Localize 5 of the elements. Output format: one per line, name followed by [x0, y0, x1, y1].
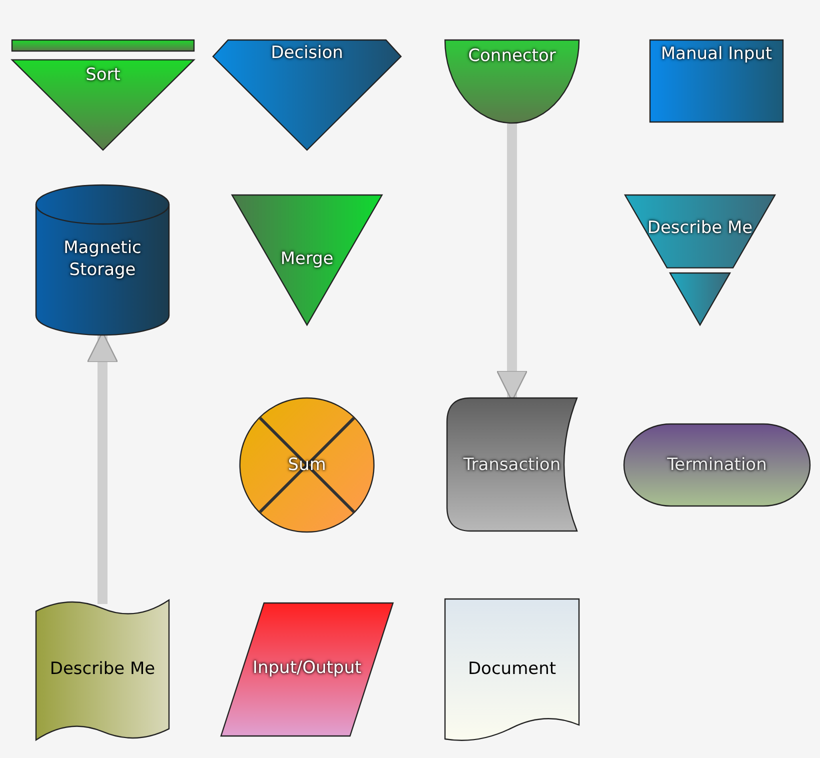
sort-symbol [12, 40, 194, 150]
shape-label: Describe Me [646, 217, 754, 239]
shape-label: Sort [84, 64, 122, 86]
shape-label: Magnetic Storage [62, 237, 142, 281]
extract-triangle [625, 195, 775, 325]
